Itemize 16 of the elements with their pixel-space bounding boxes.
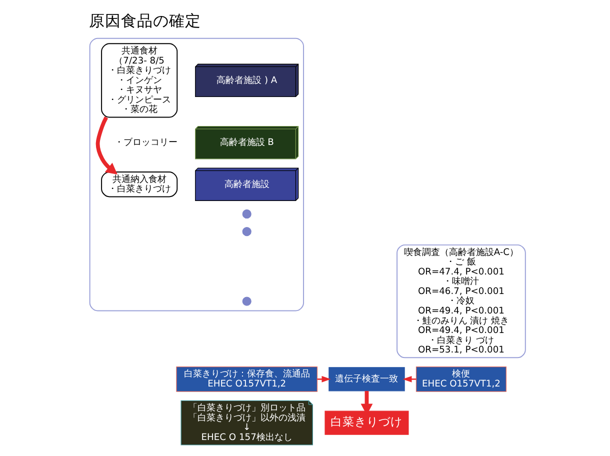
- node-box: 白菜きりづけ: [324, 410, 409, 435]
- node-circle: [242, 227, 252, 236]
- cluster: [89, 38, 304, 312]
- node-box: 共通納入食材 ・白菜きりづけ: [101, 171, 178, 198]
- label: ・ブロッコリー: [114, 138, 178, 148]
- node-box: 遺伝子検査一致: [328, 367, 405, 392]
- arrow: [402, 376, 416, 382]
- diagram-title: 原因食品の確定: [88, 11, 201, 30]
- node-box: 喫食調査（高齢者施設A-C） ・ご 飯 OR=47.4, P<0.001 ・味噌汁 OR=46.7, P<0.001 ・冷奴 OR=49.4, P<0.001 ・鮭のみりん 漬け 焼き OR=49.4, P<0.001 ・白菜きり づけ OR=53.1, P<0.001: [396, 244, 526, 358]
- node-box: 白菜きりづけ：保存食、流通品 EHEC O157VT1,2: [176, 366, 318, 392]
- arrow: [96, 116, 118, 174]
- node-circle: [242, 209, 252, 219]
- node-box: 共通食材 （7/23- 8/5 ・白菜きりづけ ・インゲン ・キヌサヤ ・グリンピース ・菜の花: [101, 43, 178, 118]
- arrow: [317, 376, 331, 382]
- node-box: 検便 EHEC O157VT1,2: [416, 366, 506, 392]
- node-circle: [242, 296, 252, 306]
